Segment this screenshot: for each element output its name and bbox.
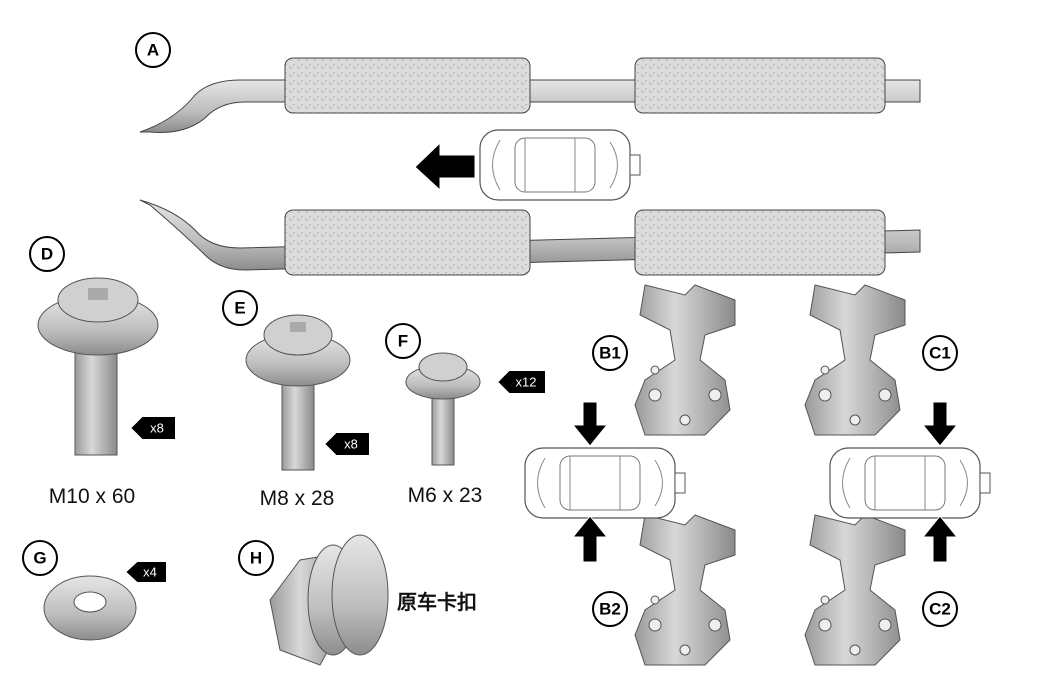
label-d: D — [29, 236, 65, 272]
side-step-bottom — [139, 199, 921, 276]
label-b1: B1 — [592, 335, 628, 371]
qty-badge-g: x4 — [123, 560, 168, 584]
bracket-b1 — [634, 284, 736, 436]
side-step-top — [139, 57, 921, 133]
bracket-c1 — [804, 284, 906, 436]
car-top-view-icon — [479, 129, 641, 201]
svg-text:F: F — [398, 332, 408, 351]
svg-text:x8: x8 — [344, 437, 358, 452]
qty-badge-e: x8 — [322, 431, 371, 457]
svg-text:H: H — [250, 549, 262, 568]
label-b2: B2 — [592, 591, 628, 627]
car-right-icon — [829, 447, 991, 519]
svg-text:x4: x4 — [143, 565, 157, 580]
svg-text:B1: B1 — [599, 344, 621, 363]
svg-text:A: A — [147, 41, 159, 60]
label-a: A — [135, 32, 171, 68]
spec-d: M10 x 60 — [49, 485, 135, 508]
svg-text:C1: C1 — [929, 344, 951, 363]
bracket-b2 — [634, 514, 736, 666]
label-e: E — [222, 290, 258, 326]
svg-text:x12: x12 — [516, 375, 537, 390]
svg-text:C2: C2 — [929, 600, 951, 619]
arrow-down-icon — [571, 401, 609, 447]
arrow-up-icon — [921, 515, 959, 563]
arrow-up-icon — [571, 515, 609, 563]
washer-g — [43, 575, 137, 641]
svg-text:E: E — [234, 299, 245, 318]
clip-caption: 原车卡扣 — [397, 590, 477, 614]
arrow-down-icon — [921, 401, 959, 447]
label-c1: C1 — [922, 335, 958, 371]
bolt-f — [405, 352, 481, 466]
label-f: F — [385, 323, 421, 359]
svg-text:B2: B2 — [599, 600, 621, 619]
svg-text:x8: x8 — [150, 421, 164, 436]
spec-e: M8 x 28 — [260, 487, 335, 510]
svg-text:G: G — [33, 549, 46, 568]
qty-badge-f: x12 — [495, 369, 547, 395]
label-c2: C2 — [922, 591, 958, 627]
direction-arrow-icon — [414, 141, 476, 192]
label-h: H — [238, 540, 274, 576]
bolt-e — [245, 314, 351, 471]
bolt-d — [37, 277, 159, 456]
clip-h — [269, 534, 389, 666]
bracket-c2 — [804, 514, 906, 666]
label-g: G — [22, 540, 58, 576]
svg-text:D: D — [41, 245, 53, 264]
spec-f: M6 x 23 — [408, 484, 483, 507]
car-left-icon — [524, 447, 686, 519]
qty-badge-d: x8 — [128, 415, 177, 441]
